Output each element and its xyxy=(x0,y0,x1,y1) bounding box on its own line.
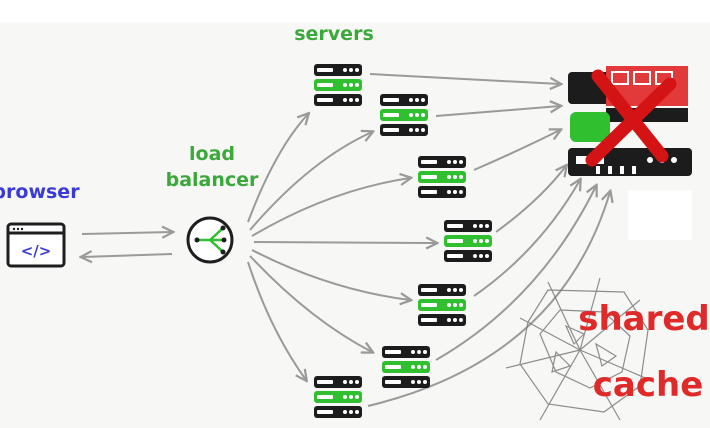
top-whitespace xyxy=(0,0,710,22)
cache-label: cache xyxy=(593,365,704,405)
server-7 xyxy=(314,376,362,418)
code-glyph: </> xyxy=(21,242,52,260)
server-6 xyxy=(382,346,430,388)
server-5 xyxy=(418,284,466,326)
shattered-glass-icon xyxy=(505,277,651,421)
server-1 xyxy=(314,64,362,106)
servers-label: servers xyxy=(294,23,374,45)
white-patch xyxy=(628,190,692,240)
server-cache-arrows xyxy=(367,73,610,407)
balancer-label: balancer xyxy=(166,169,259,191)
browser-window-code-icon xyxy=(6,222,66,268)
server-2 xyxy=(380,94,428,136)
load-balancer-node-icon xyxy=(186,216,234,264)
red-x-icon xyxy=(585,69,677,167)
load-label: load xyxy=(189,143,235,165)
browser-balancer-arrows xyxy=(82,232,172,257)
server-4 xyxy=(444,220,492,262)
balancer-server-arrows xyxy=(247,114,436,380)
shared-label: shared xyxy=(578,299,710,339)
browser-label: browser xyxy=(0,181,80,203)
server-3 xyxy=(418,156,466,198)
